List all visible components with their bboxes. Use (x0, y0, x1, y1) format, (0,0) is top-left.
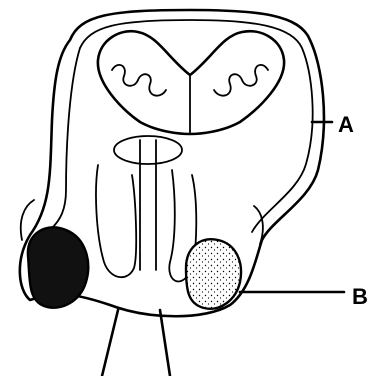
right-stippled-sac (186, 239, 241, 309)
right-sac-curl (254, 206, 263, 244)
label-b: B (352, 284, 368, 309)
central-duct (140, 140, 156, 270)
right-convolution (214, 65, 268, 96)
left-dark-sac (28, 227, 88, 307)
stalk (102, 310, 170, 376)
left-lower-lobe (96, 165, 136, 277)
label-a: A (338, 112, 354, 137)
middle-oval (114, 136, 182, 164)
left-convolution (112, 65, 166, 96)
